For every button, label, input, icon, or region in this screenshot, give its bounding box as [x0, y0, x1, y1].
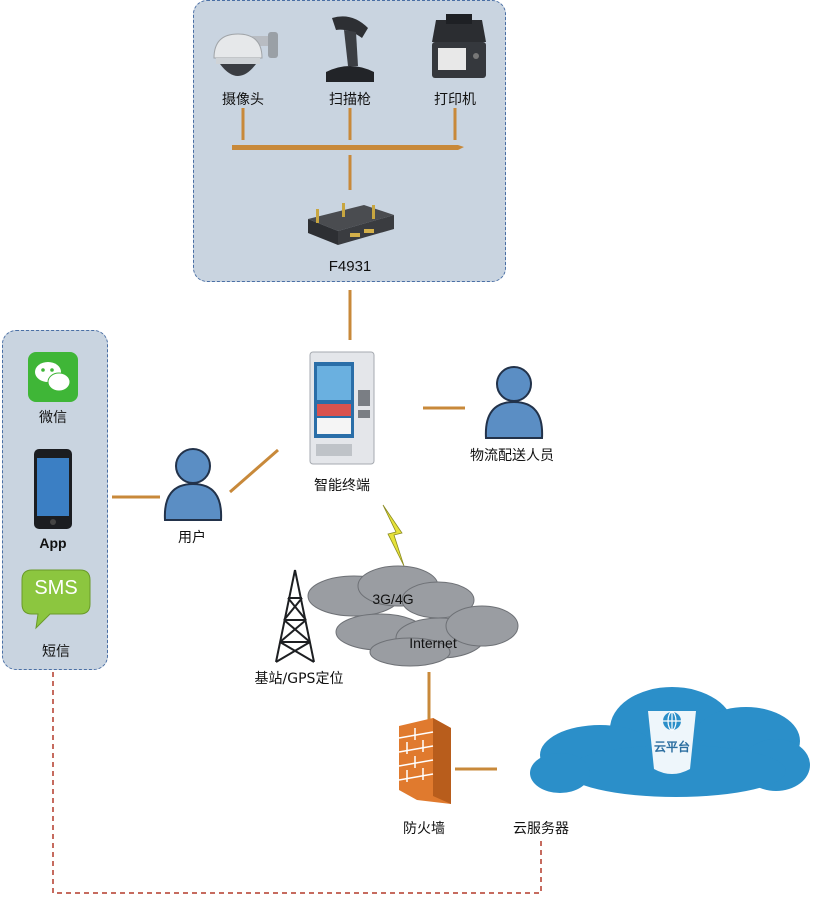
cloud-platform-badge: 云平台: [653, 740, 691, 754]
cell-tower-icon: [275, 569, 315, 663]
app-label: App: [39, 535, 67, 551]
user-terminal-link: [229, 448, 279, 494]
user-label: 用户: [178, 530, 206, 546]
scanner-label: 扫描枪: [329, 92, 371, 108]
smart-terminal-label: 智能终端: [314, 478, 370, 494]
cloud-3g4g-label: 3G/4G: [372, 591, 414, 607]
sms-icon: [21, 569, 91, 630]
notification-path: [52, 672, 542, 894]
delivery-person-icon: [484, 366, 544, 439]
cell-tower-label: 基站/GPS定位: [254, 671, 344, 687]
network-cloud-icon: [307, 565, 519, 667]
wireless-signal-icon: [382, 504, 405, 567]
wechat-label: 微信: [39, 410, 67, 426]
cloud-internet-label: Internet: [409, 635, 457, 651]
phone-app-icon: [34, 449, 72, 529]
wechat-icon: [28, 352, 78, 402]
firewall-icon: [398, 718, 451, 804]
sms-bubble-text: SMS: [34, 577, 78, 599]
camera-label: 摄像头: [222, 92, 264, 108]
firewall-label: 防火墙: [403, 821, 445, 837]
cloud-platform-icon: [530, 687, 810, 797]
delivery-person-label: 物流配送人员: [470, 448, 554, 464]
device-bus: [232, 145, 464, 150]
smart-terminal-icon: [309, 351, 375, 465]
sms-label: 短信: [42, 644, 70, 660]
router-icon: [308, 203, 394, 245]
user-icon: [163, 448, 223, 521]
printer-icon: [432, 14, 486, 78]
router-label: F4931: [328, 258, 372, 275]
cloud-server-label: 云服务器: [513, 821, 569, 837]
scanner-icon: [326, 16, 374, 82]
camera-icon: [213, 32, 278, 76]
printer-label: 打印机: [434, 92, 476, 108]
